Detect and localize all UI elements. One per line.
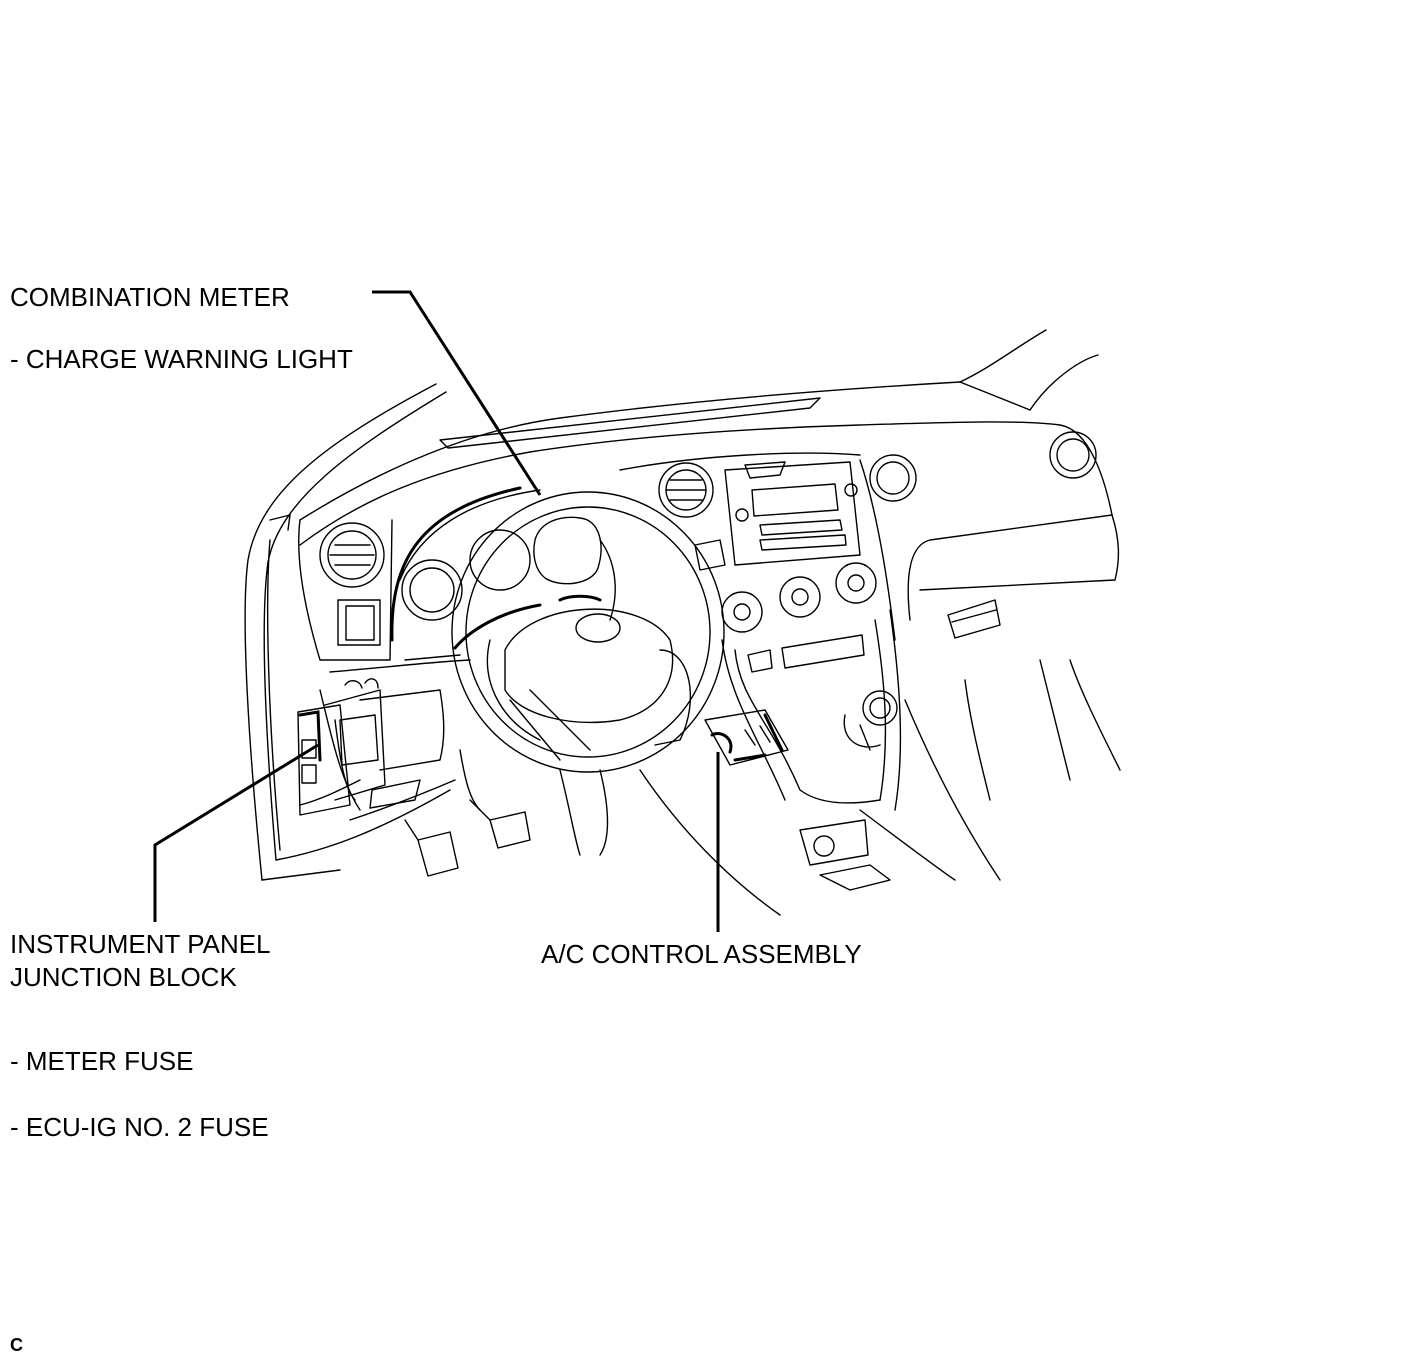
dash-top [299, 329, 1120, 621]
steering-wheel [404, 491, 725, 773]
instrument-panel-junction-block [297, 678, 386, 816]
right-dash [904, 431, 1121, 881]
ecu-ig-fuse-label: - ECU-IG NO. 2 FUSE [10, 1112, 269, 1142]
combination-meter-label: COMBINATION METER [10, 282, 290, 312]
left-air-vent [298, 519, 393, 661]
ac-control-assembly-label: A/C CONTROL ASSEMBLY [541, 939, 862, 969]
lower-left-panel [329, 659, 481, 821]
left-body-panel [244, 383, 451, 881]
shift-knob [843, 690, 898, 751]
charge-warning-light-label: - CHARGE WARNING LIGHT [10, 344, 353, 374]
combination-meter-leader [372, 290, 542, 496]
pedals [404, 799, 531, 877]
meter-fuse-label: - METER FUSE [10, 1046, 194, 1076]
junction-block-label-line2: JUNCTION BLOCK [10, 962, 237, 992]
ac-control-assembly [704, 709, 789, 766]
combination-meter-cluster [390, 486, 616, 642]
figure-code: C [10, 1335, 23, 1355]
lower-console [559, 769, 956, 916]
junction-block-label-line1: INSTRUMENT PANEL [10, 929, 271, 959]
junction-block-leader [153, 743, 319, 922]
center-stack [619, 452, 917, 811]
leader-lines [153, 290, 720, 932]
